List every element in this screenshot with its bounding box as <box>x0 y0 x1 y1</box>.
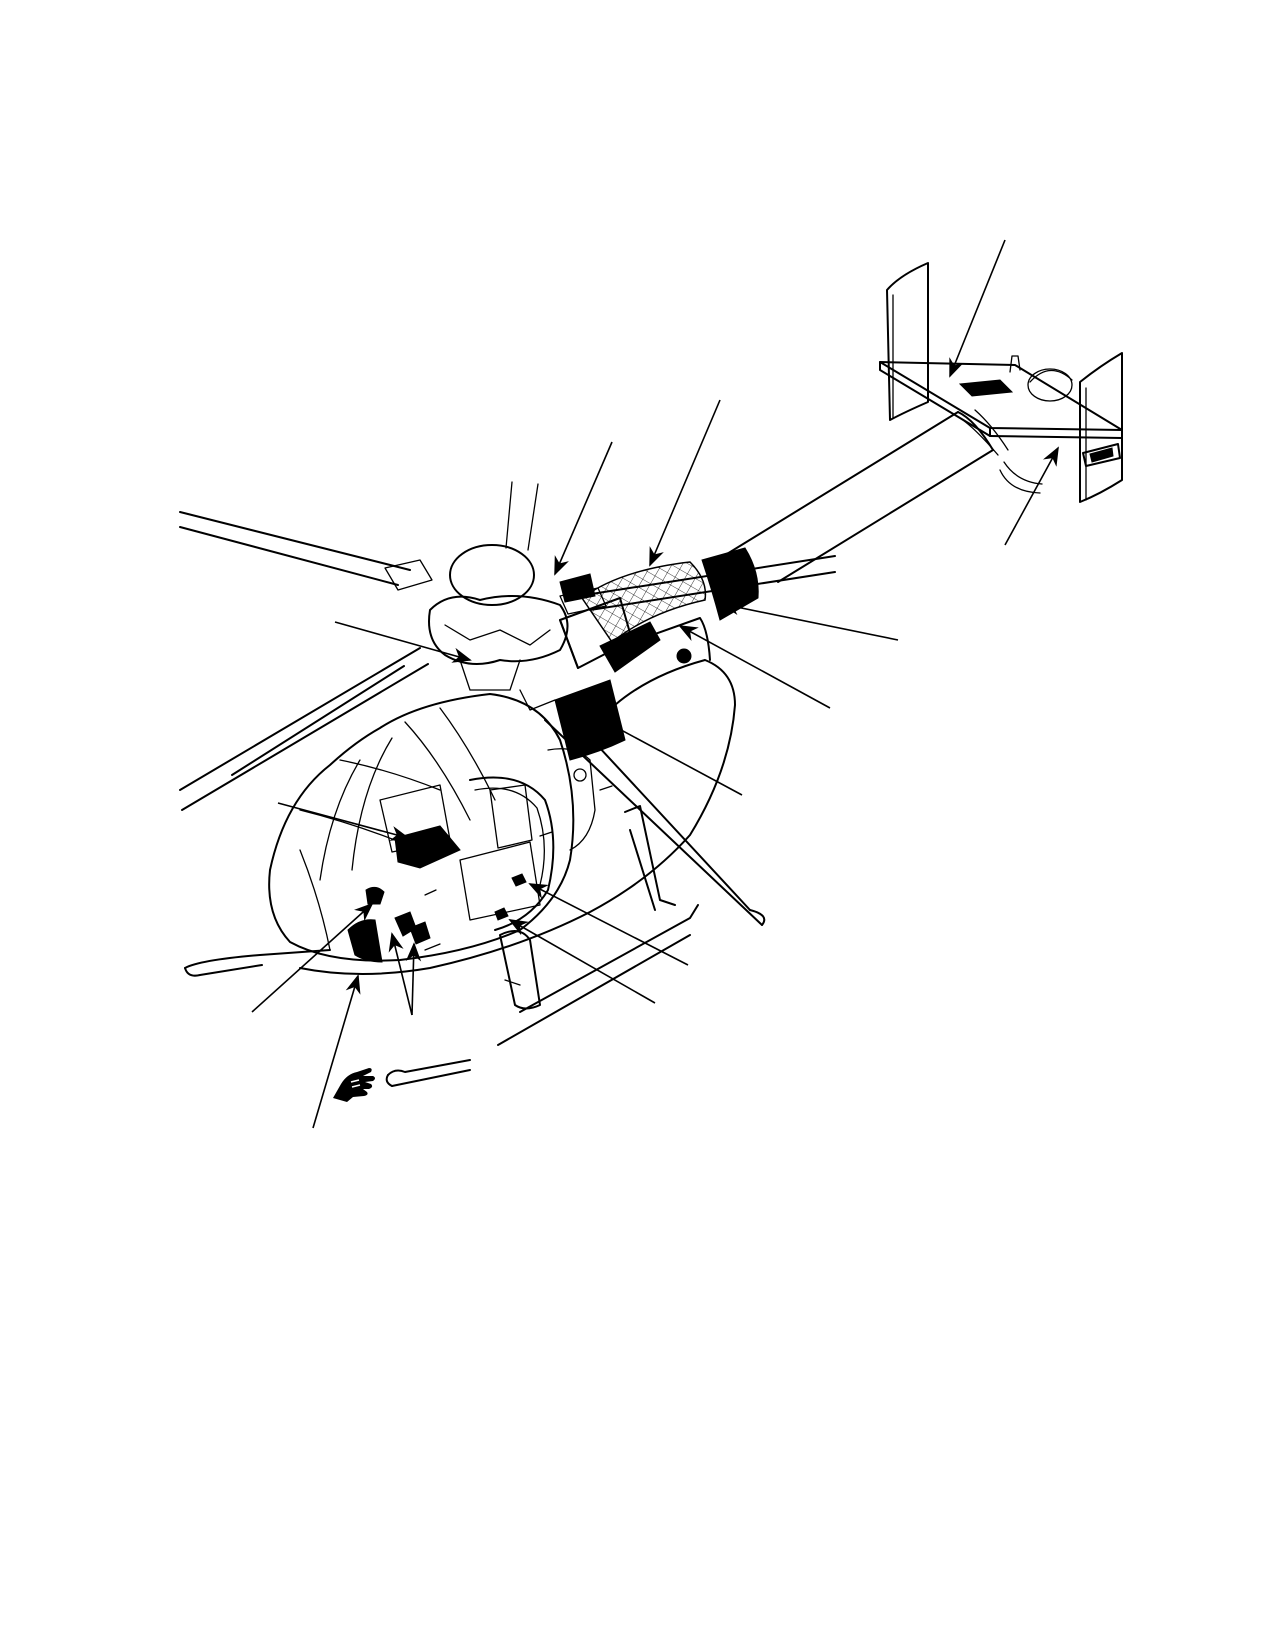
leader-tailboom-band <box>720 599 899 641</box>
leader-cabin-console <box>277 802 410 841</box>
landing-gear <box>184 805 699 1087</box>
fuselage <box>299 561 736 975</box>
stabilizer-decal <box>958 379 1014 397</box>
tail-boom <box>701 409 1043 621</box>
round-access-panel <box>676 648 692 664</box>
leader-skid-step <box>508 919 656 1004</box>
rotor-blade-front <box>559 704 751 911</box>
rotor-blade-right <box>584 555 836 596</box>
pointing-hand-icon <box>333 1068 375 1102</box>
cabin-canopy <box>268 693 613 963</box>
main-rotor <box>179 481 836 926</box>
leader-nose-bottom <box>312 974 361 1129</box>
leader-mast-fairing-panel <box>582 709 743 796</box>
leader-nose-panels-a <box>388 932 413 1016</box>
tail-rotor <box>1027 368 1073 402</box>
leader-tailboom-hatch-cover <box>649 399 721 567</box>
leader-tail-stabilizer-top <box>949 239 1006 378</box>
leader-fuselage-round-panel <box>678 625 831 709</box>
leader-nose-panel-left <box>251 902 374 1013</box>
callout-leaders <box>251 239 1059 1129</box>
rotor-blade-left-lower <box>179 647 421 791</box>
right-endplate-fin <box>1079 352 1123 503</box>
rotor-hub-dome <box>449 544 535 606</box>
fin-tip-decal <box>1089 447 1114 463</box>
leader-nose-panels-b <box>405 942 422 1016</box>
cabin-console <box>394 825 461 869</box>
left-endplate-fin <box>886 262 929 421</box>
rotor-blade-left-upper <box>179 511 411 571</box>
leader-cabin-door-lower <box>528 883 689 966</box>
mast-panel <box>554 679 626 761</box>
leader-rotor-hub-left <box>334 621 472 663</box>
leader-tailboom-hatch-upper <box>554 441 613 576</box>
leader-tail-stabilizer-tip <box>1004 446 1059 546</box>
